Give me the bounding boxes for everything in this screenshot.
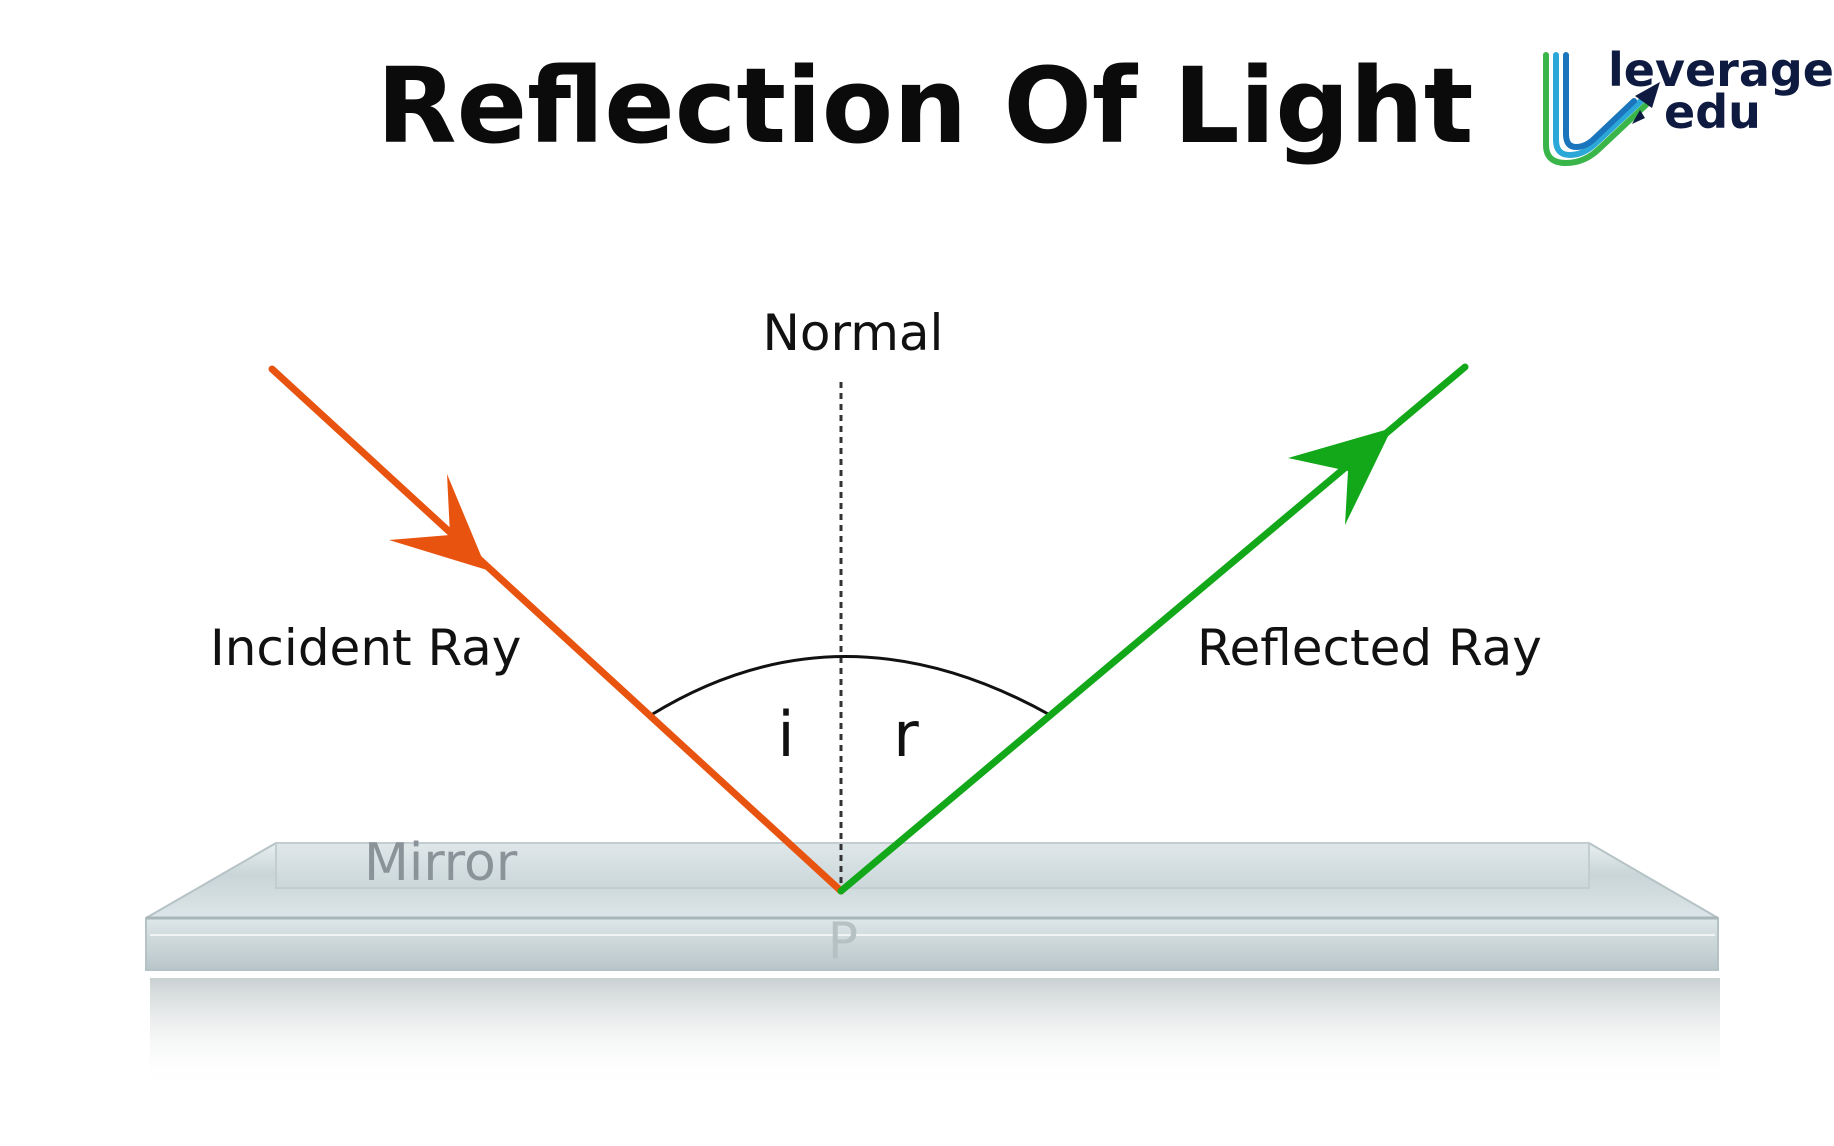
reflected-ray-label: Reflected Ray bbox=[1197, 619, 1542, 677]
mirror-top-surface bbox=[275, 842, 1590, 889]
logo-text-leverage: leverage bbox=[1608, 43, 1834, 97]
leverage-edu-logo: leverage edu bbox=[1543, 43, 1834, 167]
point-label: P bbox=[828, 912, 858, 970]
mirror: Mirror P bbox=[145, 833, 1720, 1088]
normal-label: Normal bbox=[763, 304, 944, 362]
angle-arc bbox=[650, 655, 1051, 717]
mirror-shadow bbox=[150, 978, 1720, 1088]
rocket-icon bbox=[1543, 52, 1660, 167]
incident-ray bbox=[268, 365, 845, 895]
page-title: Reflection Of Light bbox=[377, 45, 1474, 167]
logo-text-edu: edu bbox=[1664, 85, 1761, 139]
incident-arrow-icon bbox=[389, 474, 487, 570]
reflected-arrow-icon bbox=[1288, 428, 1392, 525]
incident-ray-line bbox=[268, 365, 845, 895]
angle-r-label: r bbox=[893, 698, 919, 771]
mirror-label: Mirror bbox=[364, 833, 518, 893]
reflected-ray bbox=[837, 363, 1469, 895]
incident-ray-label: Incident Ray bbox=[210, 619, 521, 677]
angle-i-label: i bbox=[777, 698, 794, 771]
